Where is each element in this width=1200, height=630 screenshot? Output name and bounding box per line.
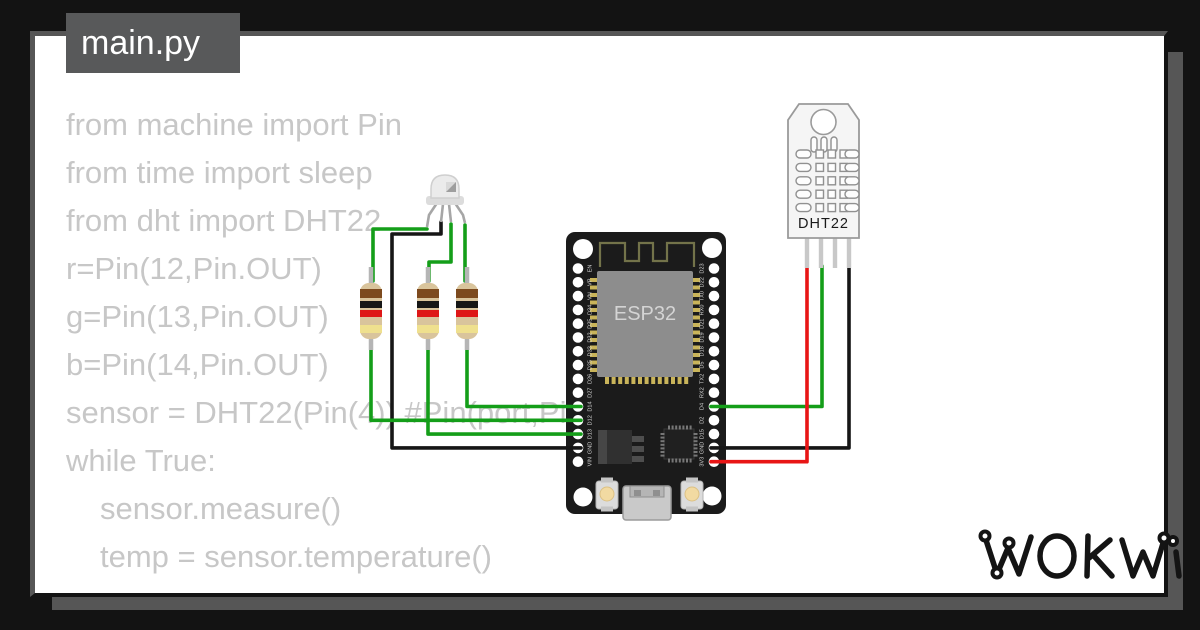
file-tab-label: main.py <box>81 23 201 62</box>
code-line: g=Pin(13,Pin.OUT) <box>66 299 329 334</box>
code-line: humidity = sensor.humidity() <box>66 581 668 593</box>
code-line: sensor.measure() <box>100 491 342 526</box>
preview-canvas: from machine import Pin from time import … <box>30 31 1168 597</box>
file-tab: main.py <box>66 13 240 73</box>
code-line: sensor = DHT22(Pin(4)) #Pin(port,Pin.OUT… <box>66 395 669 430</box>
code-line: from dht import DHT22 <box>66 203 382 238</box>
code-line: r=Pin(12,Pin.OUT) <box>66 251 322 286</box>
code-line: while True: <box>66 443 216 478</box>
code-editor: from machine import Pin from time import … <box>66 101 669 593</box>
code-line: from machine import Pin <box>66 107 402 142</box>
code-line: temp = sensor.temperature() <box>100 539 492 574</box>
code-line: from time import sleep <box>66 155 373 190</box>
code-line: b=Pin(14,Pin.OUT) <box>66 347 329 382</box>
